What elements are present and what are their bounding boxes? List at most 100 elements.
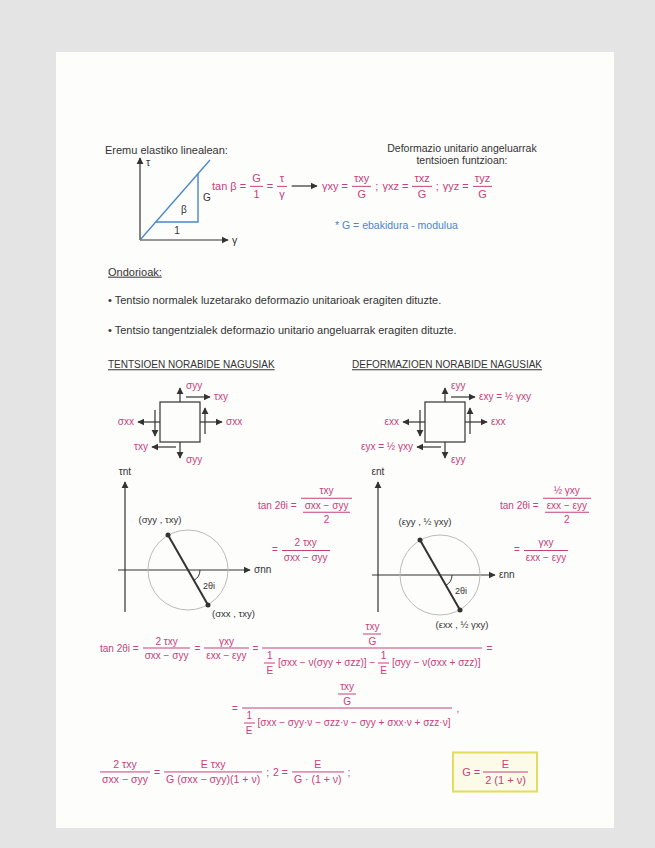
axis-label: εnt — [372, 466, 385, 478]
implication-arrow — [292, 185, 317, 186]
formula-term: τyz — [475, 172, 490, 185]
mohr-circle — [118, 482, 250, 612]
strain-label: εyx = ½ γxy — [361, 441, 413, 453]
formula-term: E — [502, 758, 509, 771]
fraction-bar — [473, 186, 492, 187]
formula-term: G — [369, 635, 377, 647]
fraction-bar — [524, 550, 568, 551]
point-label: (εyy , ½ γxy) — [399, 517, 452, 528]
paper-sheet — [56, 52, 614, 828]
formula-term: G · (1 + ν) — [294, 774, 342, 786]
formula-term: 1 — [253, 188, 259, 201]
strain-label: εxx — [491, 416, 505, 428]
formula-term: τxy — [340, 681, 354, 693]
stress-label: σyy — [186, 454, 202, 466]
formula-term: G (σxx − σyy)(1 + ν) — [166, 774, 260, 786]
fraction-bar — [352, 186, 371, 187]
side-label: 1 — [174, 225, 180, 237]
formula-term: = — [272, 544, 278, 556]
section-heading: Eremu elastiko linealean: — [105, 144, 228, 157]
formula-term: [σxx − ν(σyy + σzz)] − — [278, 657, 375, 669]
axis-label: γ — [232, 234, 237, 246]
fraction-bar — [262, 648, 482, 649]
strain-label: εyy — [451, 454, 465, 466]
formula-term: τxy — [365, 621, 379, 633]
formula-term: 1 — [246, 710, 252, 722]
formula-term: E — [246, 724, 253, 736]
formula-term: [σxx − σyy·ν − σzz·ν − σyy + σxx·ν + σzz… — [258, 717, 451, 729]
formula-term: εxx − εyy — [206, 650, 246, 662]
formula-term: γxy = — [322, 180, 348, 193]
strain-label: εxx — [385, 416, 399, 428]
formula-term: tan β = — [212, 180, 246, 193]
fraction-bar — [277, 186, 287, 187]
formula-term: 2 — [324, 514, 330, 526]
fraction-bar — [242, 708, 453, 709]
formula-term: σxx − σyy — [102, 774, 148, 786]
stress-label: σyy — [186, 380, 202, 392]
formula-term: tan 2θi = — [100, 642, 139, 654]
formula-term: G — [343, 695, 351, 707]
fraction-bar — [378, 662, 389, 663]
formula-term: = — [253, 642, 259, 654]
fraction-bar — [363, 633, 381, 634]
formula-term: τ — [280, 172, 284, 185]
formula-term: γyz = — [443, 180, 469, 193]
formula-term: 2 τxy — [295, 537, 317, 549]
formula-term: 2 — [564, 514, 570, 526]
formula-term: G — [252, 172, 261, 185]
formula-term: τxz — [414, 172, 429, 185]
formula-term: = — [194, 642, 200, 654]
formula-term: τxy — [320, 485, 334, 497]
fraction-bar — [412, 186, 431, 187]
fraction-bar — [292, 772, 344, 773]
fraction-bar — [483, 772, 528, 773]
fraction-bar — [204, 648, 248, 649]
formula-term: 2 τxy — [155, 635, 177, 647]
point-label: (εxx , ½ γxy) — [436, 620, 489, 631]
section-heading: DEFORMAZIOEN NORABIDE NAGUSIAK — [352, 359, 542, 371]
axis-label: σnn — [254, 564, 271, 576]
formula-term: γ — [279, 188, 285, 201]
formula-term: = — [514, 544, 520, 556]
fraction-bar — [282, 550, 330, 551]
formula-term: ; — [375, 180, 378, 193]
formula-term: G = — [462, 766, 480, 779]
formula-term: [σyy − ν(σxx + σzz)] — [392, 657, 481, 669]
note: * G = ebakidura - modulua — [335, 219, 458, 231]
fraction-bar — [250, 186, 263, 187]
formula-term: , — [456, 702, 459, 714]
formula-term: ; — [266, 766, 269, 778]
fraction-bar — [303, 512, 351, 513]
axis-label: τ — [146, 156, 150, 168]
formula-term: tan 2θi = — [500, 499, 539, 511]
formula-term: = — [154, 766, 160, 778]
formula-term: σxx − σyy — [305, 499, 349, 511]
formula-term: E — [266, 664, 273, 676]
fraction-bar — [244, 722, 255, 723]
section-heading: Ondorioak: — [108, 266, 162, 279]
angle-label: β — [181, 204, 187, 216]
point-label: (σyy , τxy) — [139, 515, 182, 526]
formula-term: 1 — [267, 650, 273, 662]
formula-term: 1 — [381, 650, 387, 662]
strain-element — [403, 388, 487, 458]
formula-term: G — [478, 188, 487, 201]
formula-term: ; — [436, 180, 439, 193]
stress-label: τxy — [214, 391, 228, 403]
side-label: G — [203, 192, 211, 204]
formula-term: G — [357, 188, 366, 201]
formula-term: E τxy — [201, 758, 226, 770]
formula-term: 2 = — [273, 766, 288, 778]
formula-term: 2 (1 + ν) — [485, 774, 526, 787]
formula-term: ½ γxy — [554, 485, 580, 497]
formula-term: E — [314, 758, 321, 770]
stress-label: τxy — [134, 441, 148, 453]
fraction-bar — [543, 497, 591, 498]
fraction-bar — [301, 497, 353, 498]
formula-term: = — [232, 702, 238, 714]
fraction-bar — [264, 662, 275, 663]
formula-term: tan 2θi = — [258, 499, 297, 511]
fraction-bar — [545, 512, 589, 513]
fraction-bar — [164, 772, 262, 773]
